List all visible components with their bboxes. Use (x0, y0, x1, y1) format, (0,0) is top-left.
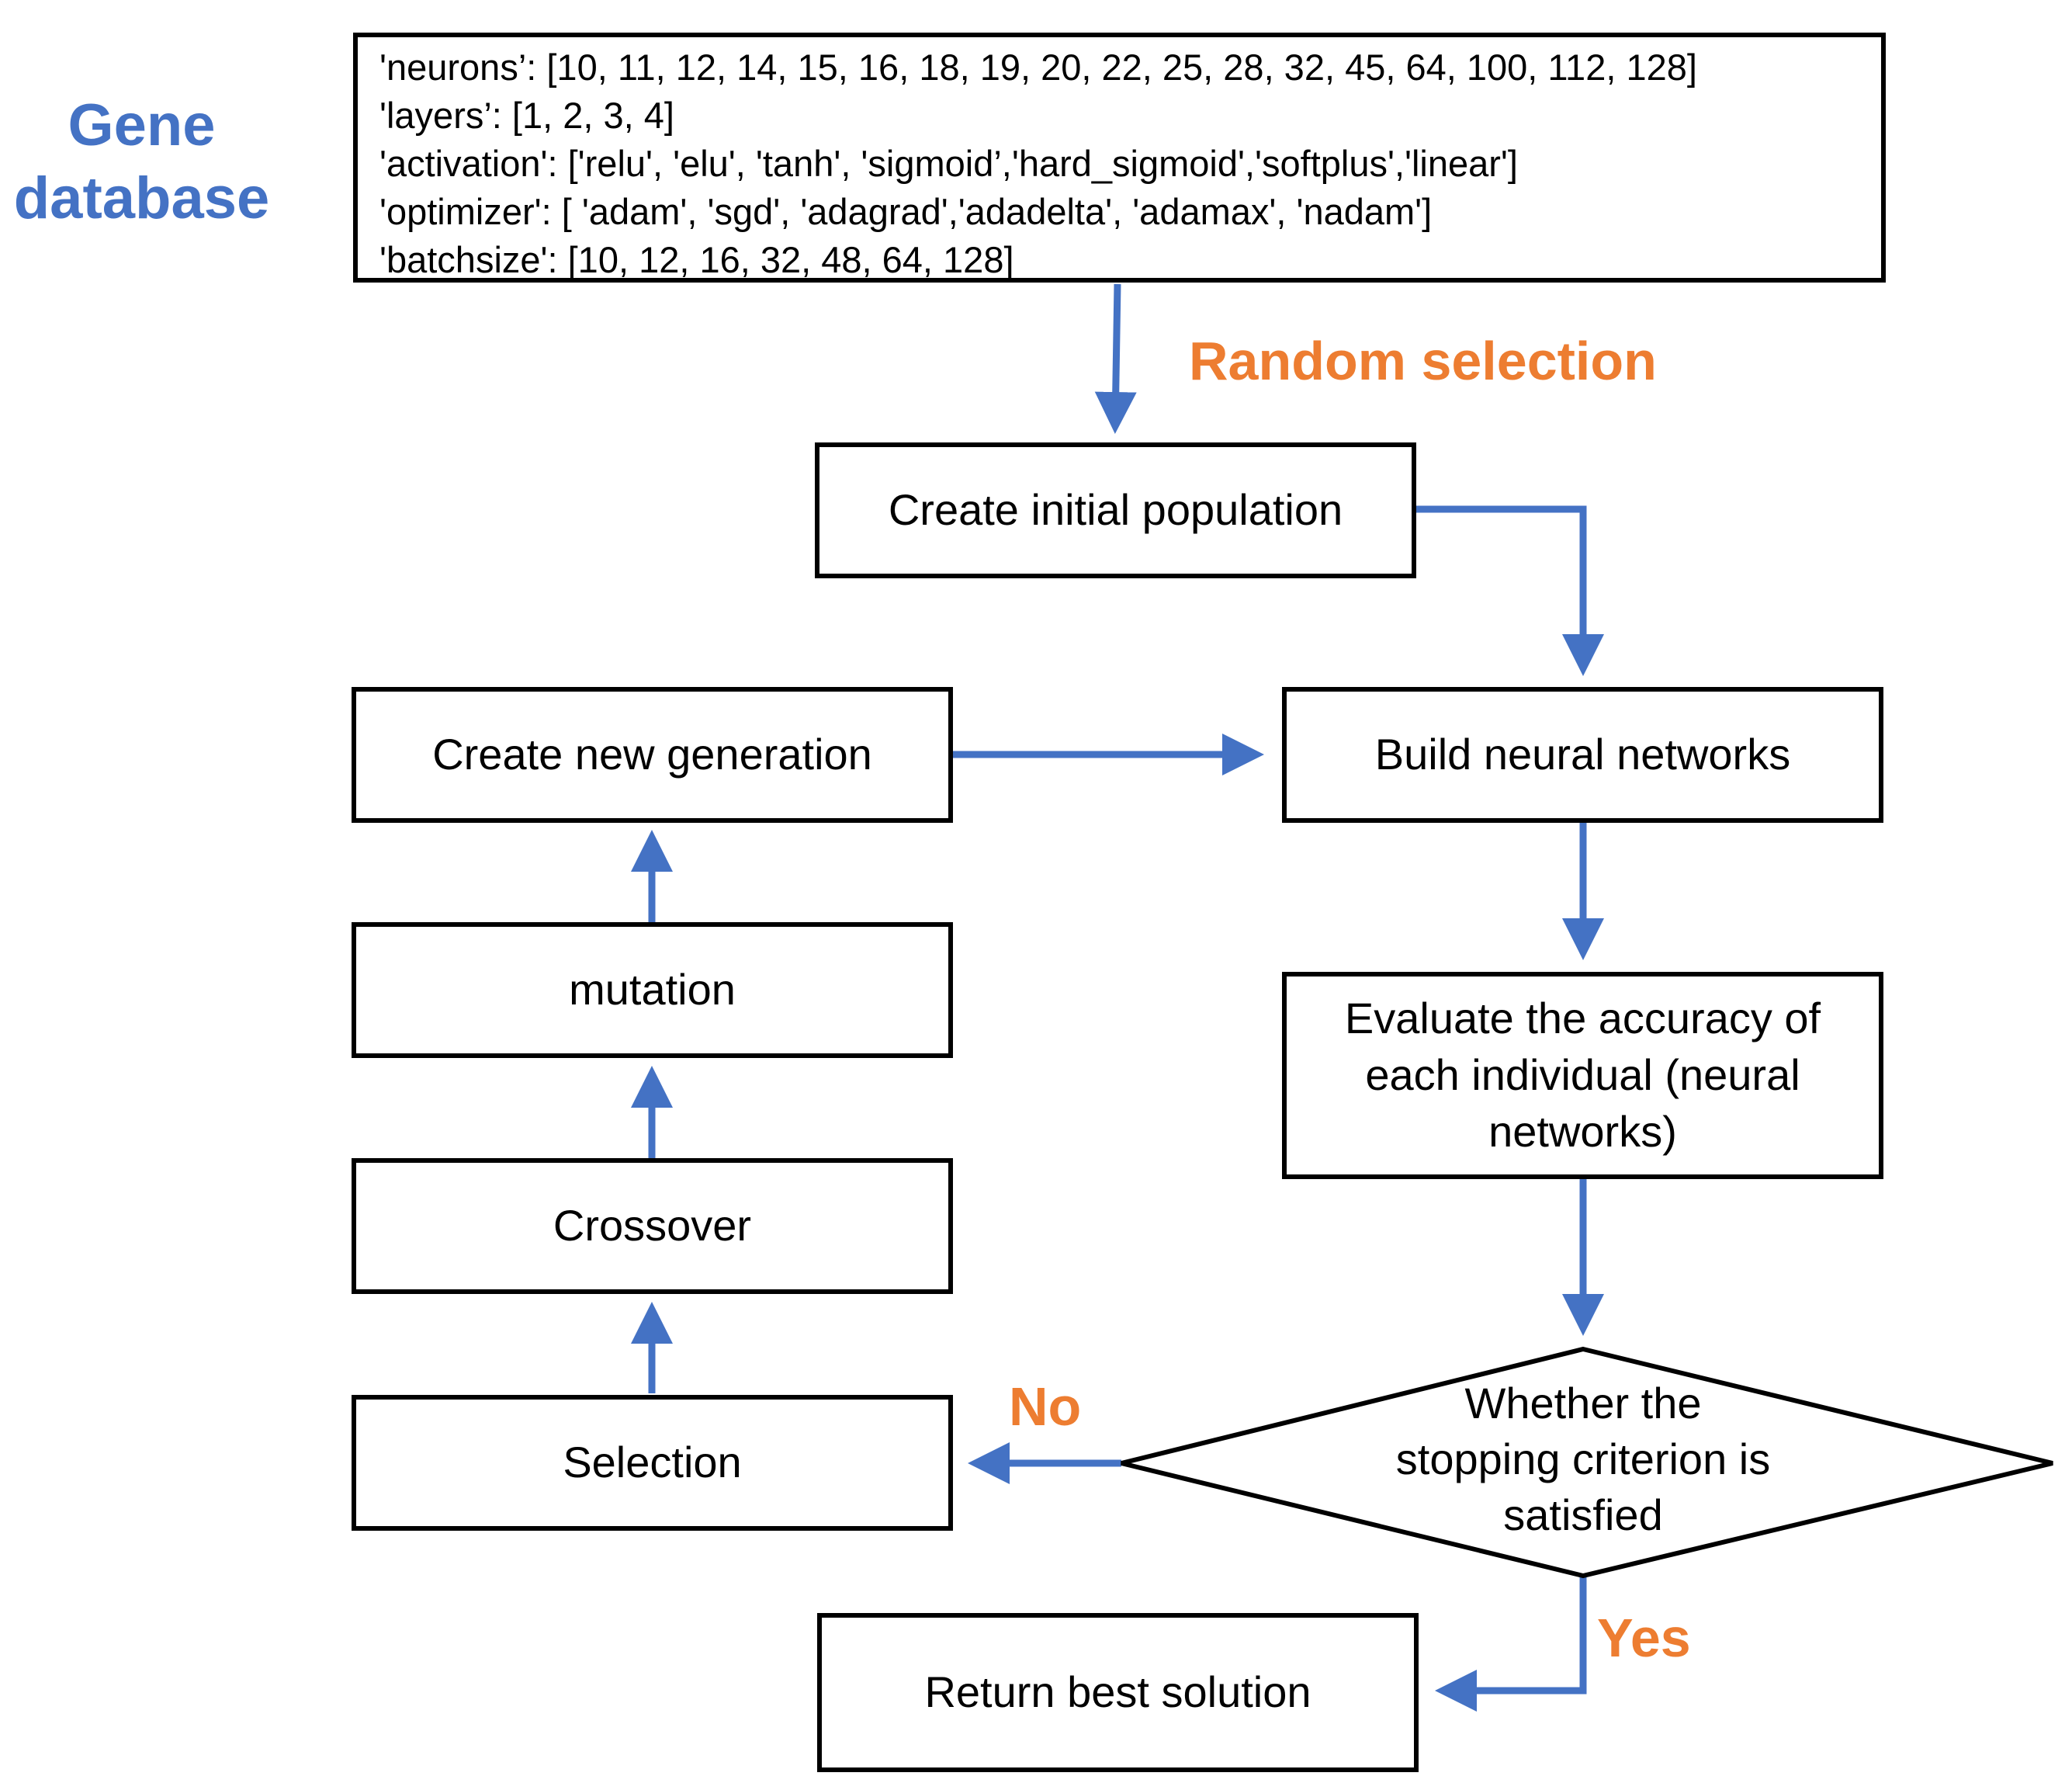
evaluate-accuracy-box: Evaluate the accuracy of each individual… (1282, 972, 1883, 1179)
stopping-criterion-line1: Whether the (1464, 1379, 1702, 1427)
no-label: No (1009, 1376, 1082, 1437)
gene-database-title-line1: Gene (68, 92, 216, 158)
stopping-criterion-line2: stopping criterion is (1395, 1434, 1771, 1483)
crossover-box: Crossover (352, 1158, 953, 1294)
selection-box: Selection (352, 1395, 953, 1531)
gene-line-batchsize: 'batchsize': [10, 12, 16, 32, 48, 64, 12… (379, 239, 1014, 280)
mutation-label: mutation (569, 965, 736, 1015)
arrow-initial-to-build (1414, 505, 1604, 676)
random-selection-label: Random selection (1189, 331, 1657, 391)
create-new-generation-box: Create new generation (352, 687, 953, 823)
return-best-solution-label: Return best solution (924, 1667, 1311, 1717)
mutation-box: mutation (352, 922, 953, 1058)
gene-line-optimizer: 'optimizer': [ 'adam', 'sgd', 'adagrad',… (379, 191, 1433, 232)
arrow-decision-to-return (1435, 1576, 1587, 1712)
gene-database-title-line2: database (13, 165, 270, 231)
gene-line-layers: 'layers’: [1, 2, 3, 4] (379, 95, 674, 136)
gene-line-neurons: 'neurons’: [10, 11, 12, 14, 15, 16, 18, … (379, 47, 1697, 88)
stopping-criterion-text: Whether the stopping criterion is satisf… (1311, 1375, 1855, 1543)
return-best-solution-box: Return best solution (817, 1613, 1419, 1772)
create-initial-population-label: Create initial population (888, 485, 1343, 535)
decision-diamond (1121, 1346, 2053, 1579)
selection-label: Selection (563, 1438, 742, 1487)
arrow-gene-to-initial (1094, 283, 1137, 434)
build-neural-networks-label: Build neural networks (1374, 730, 1791, 779)
crossover-label: Crossover (553, 1201, 752, 1251)
stopping-criterion-line3: satisfied (1503, 1490, 1663, 1539)
evaluate-accuracy-label: Evaluate the accuracy of each individual… (1344, 994, 1821, 1156)
gene-database-box: 'neurons’: [10, 11, 12, 14, 15, 16, 18, … (353, 33, 1886, 283)
gene-database-title: Gene database (0, 89, 283, 235)
gene-line-activation: 'activation': ['relu', 'elu', 'tanh', 's… (379, 143, 1518, 184)
build-neural-networks-box: Build neural networks (1282, 687, 1883, 823)
create-new-generation-label: Create new generation (432, 730, 872, 779)
create-initial-population-box: Create initial population (815, 442, 1416, 578)
yes-label: Yes (1597, 1608, 1691, 1668)
